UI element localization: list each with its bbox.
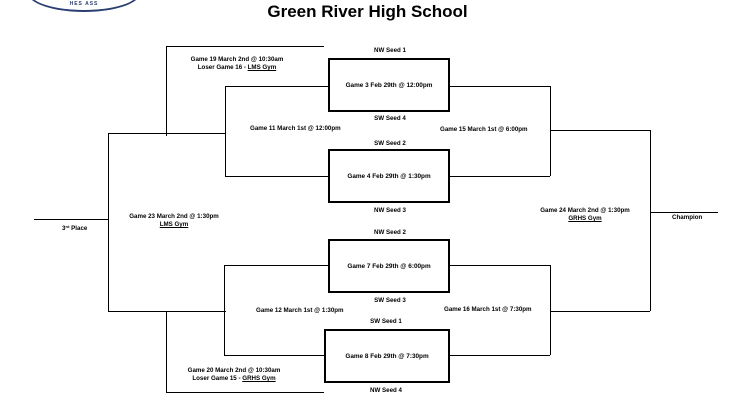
line-g15-out: [550, 130, 650, 131]
third-place-text: Place: [69, 225, 88, 232]
game-4-label: Game 4 Feb 29th @ 1:30pm: [347, 172, 431, 180]
game-19-source: Loser Game 16 - LMS Gym: [176, 64, 298, 72]
line-g23-top: [108, 133, 226, 134]
line-g16-bottom: [450, 355, 550, 356]
game-24-time: Game 24 March 2nd @ 1:30pm: [540, 207, 630, 214]
game-12-label: Game 12 March 1st @ 1:30pm: [256, 307, 344, 314]
game-20-time: Game 20 March 2nd @ 10:30am: [187, 367, 281, 374]
game-16-label: Game 16 March 1st @ 7:30pm: [444, 306, 532, 313]
game-23-label: Game 23 March 2nd @ 1:30pm LMS Gym: [114, 213, 234, 229]
line-g11-vert: [225, 86, 226, 176]
champion-label: Champion: [672, 214, 703, 221]
game-4-box: Game 4 Feb 29th @ 1:30pm: [328, 149, 450, 203]
game-7-box: Game 7 Feb 29th @ 6:00pm: [328, 239, 450, 293]
seed-nw-1: NW Seed 1: [374, 47, 406, 54]
game-20-loser: Loser Game 15 -: [192, 375, 243, 382]
line-g16-top: [450, 265, 550, 266]
line-g16-out: [550, 311, 650, 312]
game-3-box: Game 3 Feb 29th @ 12:00pm: [328, 58, 450, 112]
line-g20-vert: [166, 311, 167, 392]
game-19-label: Game 19 March 2nd @ 10:30am Loser Game 1…: [176, 56, 298, 72]
game-20-label: Game 20 March 2nd @ 10:30am Loser Game 1…: [172, 367, 296, 383]
line-g12-top: [224, 265, 328, 266]
seed-nw-4: NW Seed 4: [370, 387, 402, 394]
game-19-venue: LMS Gym: [247, 64, 277, 71]
seed-nw-2: NW Seed 2: [374, 229, 406, 236]
game-24-venue: GRHS Gym: [568, 215, 602, 222]
game-8-label: Game 8 Feb 29th @ 7:30pm: [345, 352, 429, 360]
game-23-time: Game 23 March 2nd @ 1:30pm: [129, 213, 219, 220]
page-title: Green River High School: [267, 2, 468, 21]
game-7-label: Game 7 Feb 29th @ 6:00pm: [347, 262, 431, 270]
seed-sw-4: SW Seed 4: [374, 115, 406, 122]
game-20-venue: GRHS Gym: [242, 375, 276, 382]
line-g11-top: [225, 86, 328, 87]
seed-sw-2: SW Seed 2: [374, 140, 406, 147]
line-g16-vert: [550, 265, 551, 355]
line-g23-vert: [108, 133, 109, 311]
line-champion: [650, 212, 718, 213]
third-place-label: 3rd Place: [62, 223, 87, 233]
third-place-num: 3: [62, 225, 66, 232]
logo-text: HES ASS: [69, 1, 99, 7]
seed-sw-1: SW Seed 1: [370, 318, 402, 325]
game-24-label: Game 24 March 2nd @ 1:30pm GRHS Gym: [525, 207, 645, 223]
line-g15-top: [450, 86, 550, 87]
line-third-place: [34, 219, 108, 220]
game-23-venue: LMS Gym: [159, 221, 189, 228]
line-g24-vert: [650, 130, 651, 311]
seed-nw-3: NW Seed 3: [374, 207, 406, 214]
third-place-sup: rd: [65, 224, 70, 229]
line-g20-bottom: [166, 392, 324, 393]
game-19-loser: Loser Game 16 -: [197, 64, 248, 71]
line-g11-bottom: [225, 176, 328, 177]
game-20-source: Loser Game 15 - GRHS Gym: [172, 375, 296, 383]
line-g12-bottom: [224, 355, 324, 356]
line-g19-vert: [166, 46, 167, 136]
seed-sw-3: SW Seed 3: [374, 297, 406, 304]
line-g19-top: [166, 46, 324, 47]
line-g12-vert: [224, 265, 225, 355]
game-15-label: Game 15 March 1st @ 6:00pm: [440, 126, 528, 133]
game-3-label: Game 3 Feb 29th @ 12:00pm: [345, 81, 433, 89]
line-g15-bottom: [450, 176, 550, 177]
game-8-box: Game 8 Feb 29th @ 7:30pm: [324, 329, 450, 383]
game-19-time: Game 19 March 2nd @ 10:30am: [190, 56, 284, 63]
line-g15-vert: [550, 86, 551, 176]
line-g23-bottom: [108, 311, 226, 312]
game-11-label: Game 11 March 1st @ 12:00pm: [250, 125, 341, 132]
